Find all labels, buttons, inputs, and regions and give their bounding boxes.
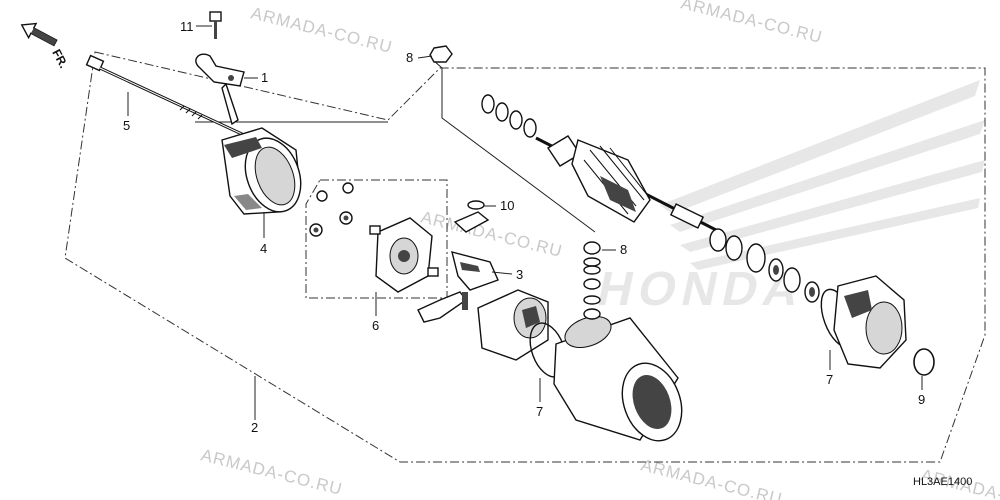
callout-number: 3 xyxy=(516,267,523,282)
bolt-11 xyxy=(209,11,222,39)
assembly-frame-outline xyxy=(64,51,986,463)
leader-lines xyxy=(127,25,923,420)
nut-washer-stack xyxy=(583,241,601,320)
callout-number: 8 xyxy=(620,242,627,257)
callout-number: 6 xyxy=(372,318,379,333)
callout-number: 7 xyxy=(826,372,833,387)
brush-holder-6 xyxy=(309,182,439,293)
callout-number: 5 xyxy=(123,118,130,133)
through-bolt-5 xyxy=(85,54,245,137)
callout-number: 2 xyxy=(251,420,258,435)
watermark-text: ARMADA-CO.RU xyxy=(419,207,564,261)
watermark-text: ARMADA-CO.RU xyxy=(249,3,394,57)
brush-spring xyxy=(309,182,354,237)
callout-number: 11 xyxy=(180,19,194,34)
callout-number: 10 xyxy=(500,198,514,213)
callout-number: 8 xyxy=(406,50,413,65)
rear-cover xyxy=(833,275,907,369)
armature xyxy=(535,135,721,234)
watermark-text: ARMADA-CO.RU xyxy=(199,445,344,499)
callout-number: 7 xyxy=(536,404,543,419)
thrust-washers xyxy=(481,94,537,138)
rear-bearing-stack xyxy=(709,228,820,303)
terminal-3 xyxy=(417,251,499,323)
callouts: 11 1 5 4 6 8 10 8 3 7 7 9 2 xyxy=(123,19,925,435)
clamp-bracket-1 xyxy=(195,53,245,126)
callout-number: 4 xyxy=(260,241,267,256)
clip-10 xyxy=(453,200,490,233)
nut-8-top xyxy=(429,45,453,63)
callout-number: 1 xyxy=(261,70,268,85)
motor-yoke xyxy=(553,315,683,442)
front-direction-arrow: FR. xyxy=(20,22,71,71)
callout-number: 9 xyxy=(918,392,925,407)
o-ring-9 xyxy=(913,348,935,376)
rear-housing xyxy=(477,289,549,361)
drawing-code: HL3AE1400 xyxy=(913,476,972,488)
brush-holder-group-frame xyxy=(305,179,448,299)
front-cover-4 xyxy=(221,127,302,215)
watermark-text: ARMADA-CO.RU xyxy=(679,0,824,47)
front-label: FR. xyxy=(49,47,70,71)
